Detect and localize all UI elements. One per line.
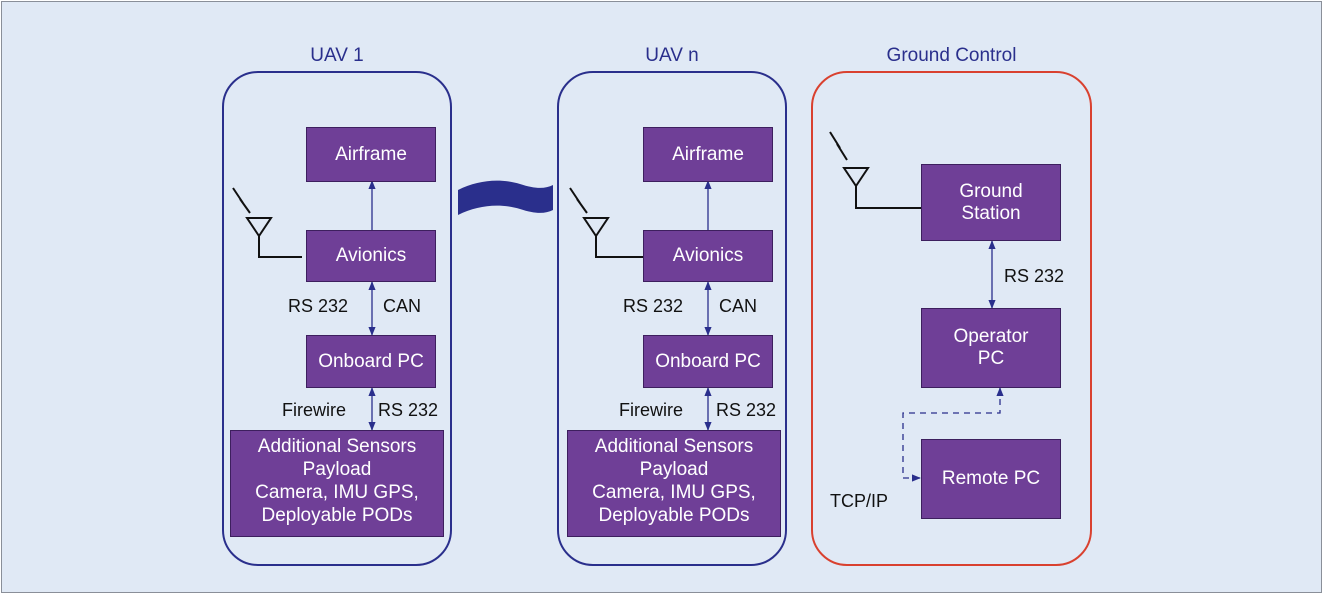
operator-pc-line-1: Operator <box>953 326 1029 347</box>
ground-connectors <box>829 131 1004 482</box>
uavn-sensors-line-4: Deployable PODs <box>598 505 750 526</box>
uavn-avionics-box: Avionics <box>643 230 773 282</box>
uav1-airframe-box: Airframe <box>306 127 436 182</box>
ground-control-title: Ground Control <box>886 45 1017 66</box>
uav1-panel <box>222 71 452 566</box>
antenna-icon <box>232 187 302 258</box>
uav1-rs232-sensors-label: RS 232 <box>378 400 439 420</box>
uav1-rs232-label: RS 232 <box>288 296 349 316</box>
uav1-sensors-line-2: Payload <box>302 459 372 480</box>
operator-pc-box: Operator PC <box>921 308 1061 388</box>
uavn-firewire-label: Firewire <box>619 400 684 420</box>
uavn-rs232-label: RS 232 <box>623 296 684 316</box>
ground-control-panel <box>811 71 1092 566</box>
ground-station-line-1: Ground <box>959 180 1023 202</box>
uavn-airframe-box: Airframe <box>643 127 773 182</box>
wave-separator-icon <box>458 180 553 215</box>
uav1-connectors <box>232 180 376 431</box>
uavn-sensors-line-2: Payload <box>639 459 709 480</box>
uav1-firewire-label: Firewire <box>282 400 347 420</box>
uavn-rs232-sensors-label: RS 232 <box>716 400 777 420</box>
operator-pc-line-2: PC <box>977 348 1005 369</box>
tcp-ip-label: TCP/IP <box>830 491 889 511</box>
uav1-sensors-line-3: Camera, IMU GPS, <box>255 482 419 503</box>
uavn-sensors-line-1: Additional Sensors <box>594 436 754 457</box>
uav1-can-label: CAN <box>383 296 422 316</box>
uav1-sensors-box: Additional Sensors Payload Camera, IMU G… <box>230 430 444 537</box>
antenna-icon <box>829 131 921 209</box>
uavn-title: UAV n <box>645 45 699 66</box>
uavn-onboard-pc-box: Onboard PC <box>643 335 773 388</box>
ground-station-box: Ground Station <box>921 164 1061 241</box>
remote-pc-box: Remote PC <box>921 439 1061 519</box>
uav1-avionics-box: Avionics <box>306 230 436 282</box>
tcp-ip-dashed-link <box>902 387 1004 482</box>
uav1-onboard-pc-box: Onboard PC <box>306 335 436 388</box>
station-operator-rs232-label: RS 232 <box>1004 266 1065 286</box>
uavn-connectors <box>569 180 712 431</box>
uav1-sensors-line-1: Additional Sensors <box>257 436 417 457</box>
ground-station-line-2: Station <box>961 202 1021 224</box>
uavn-panel <box>557 71 787 566</box>
antenna-icon <box>569 187 646 258</box>
uav1-title: UAV 1 <box>310 45 364 66</box>
uavn-sensors-box: Additional Sensors Payload Camera, IMU G… <box>567 430 781 537</box>
uavn-can-label: CAN <box>719 296 758 316</box>
uav1-sensors-line-4: Deployable PODs <box>261 505 413 526</box>
uavn-sensors-line-3: Camera, IMU GPS, <box>592 482 756 503</box>
